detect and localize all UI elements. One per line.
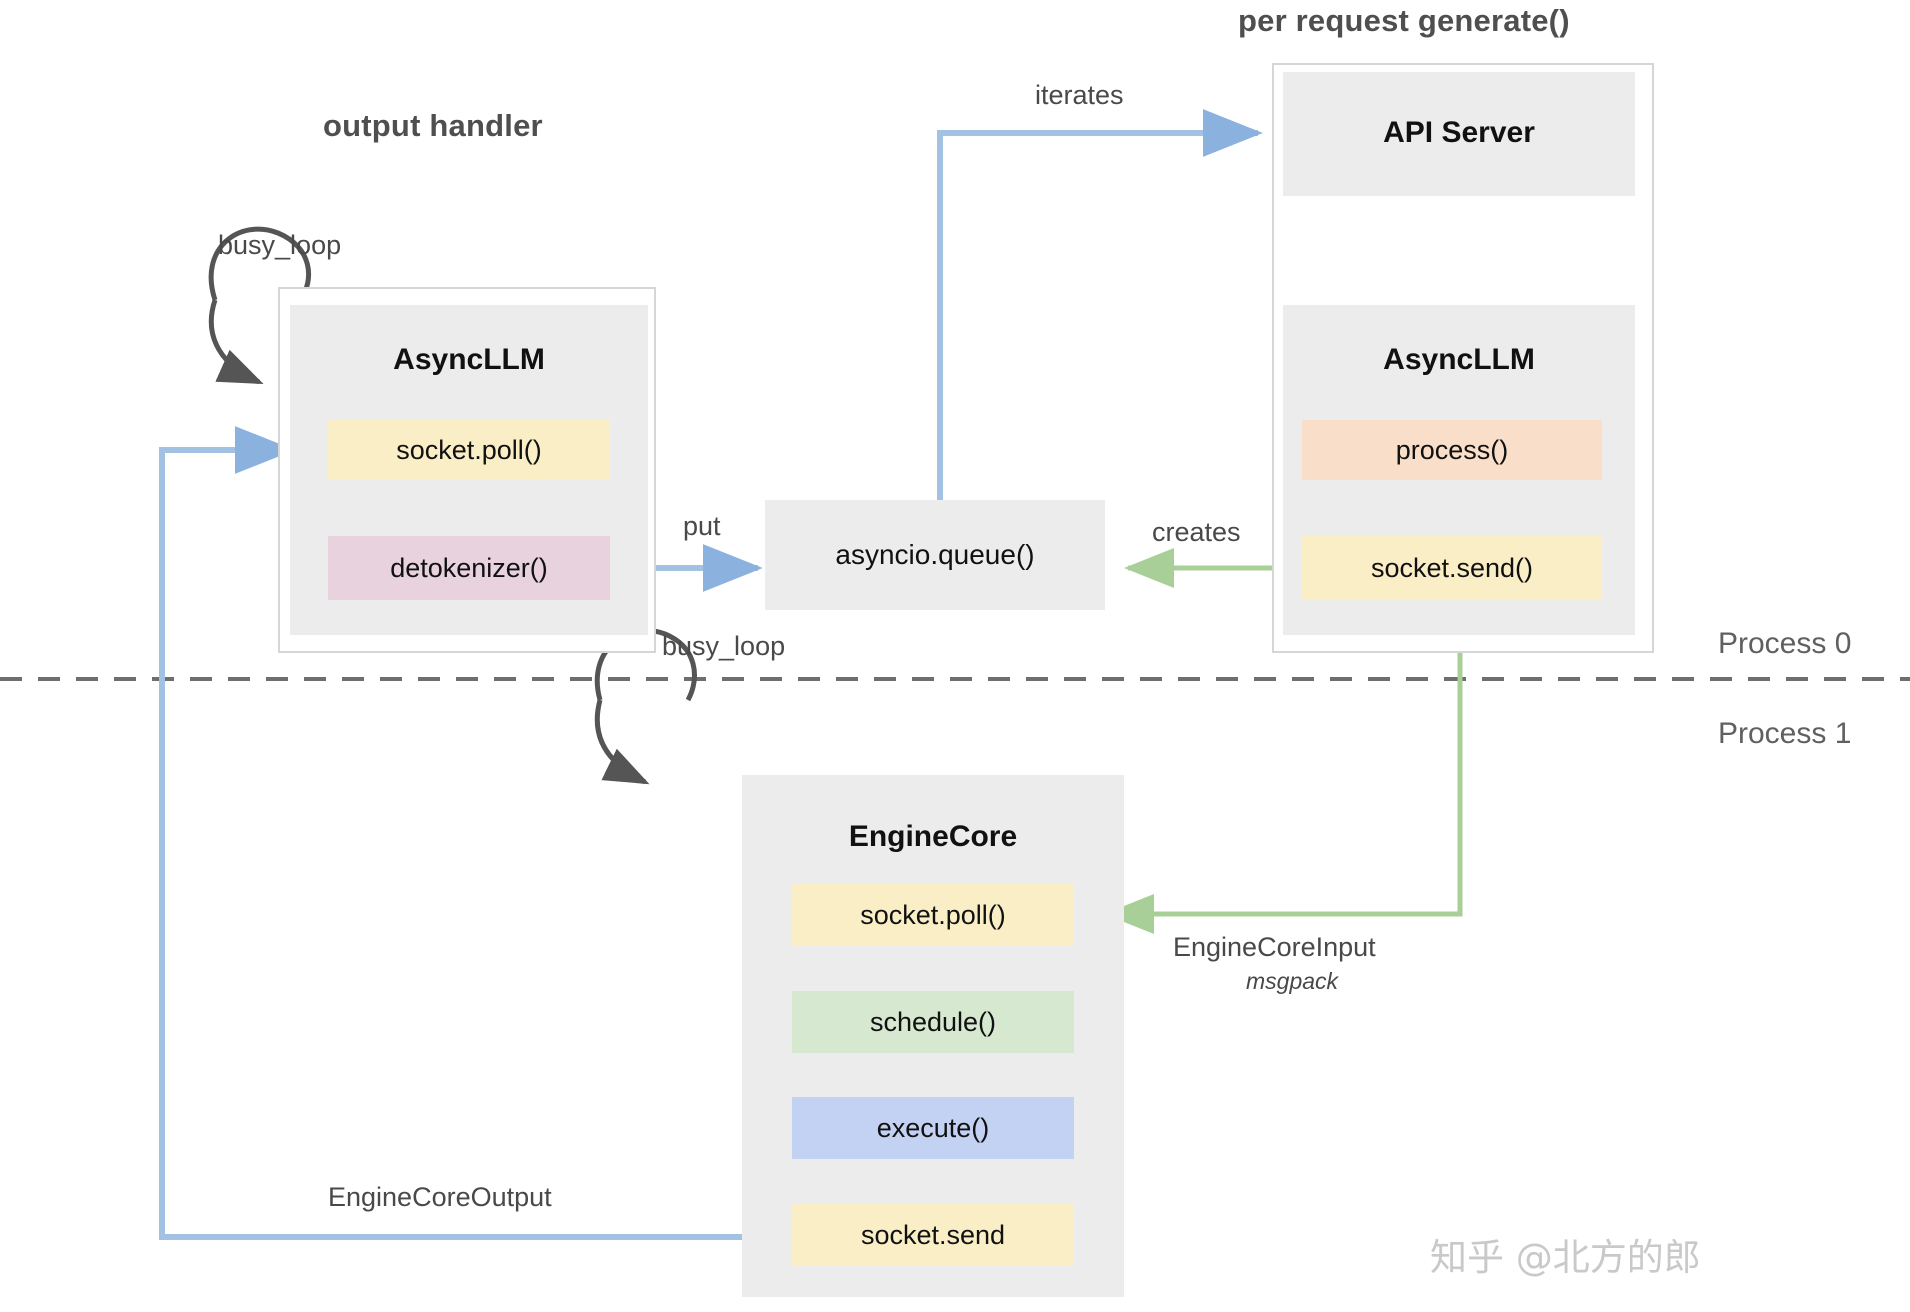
engine-core-item-schedule[interactable]: schedule(): [792, 991, 1074, 1053]
asyncio-queue-box[interactable]: asyncio.queue(): [765, 500, 1105, 610]
right-asyncllm-title: AsyncLLM: [1383, 343, 1535, 376]
right-asyncllm-item-process[interactable]: process(): [1302, 420, 1602, 480]
output-handler-title: output handler: [323, 108, 543, 143]
api-server-box[interactable]: API Server: [1283, 72, 1635, 196]
iterates-label: iterates: [1035, 80, 1124, 110]
right-asyncllm-item-socket-send[interactable]: socket.send(): [1302, 536, 1602, 600]
watermark: 知乎 @北方的郎: [1430, 1236, 1701, 1279]
engine-core-title: EngineCore: [848, 820, 1018, 853]
api-server-title: API Server: [1383, 116, 1535, 149]
process-0-label: Process 0: [1718, 627, 1852, 660]
engine-core-item-socket-poll[interactable]: socket.poll(): [792, 884, 1074, 946]
engine-core-item-execute[interactable]: execute(): [792, 1097, 1074, 1159]
busy-loop-label-output-handler: busy_loop: [218, 230, 342, 260]
engine-core-input-label: EngineCoreInput: [1173, 932, 1376, 962]
engine-core-output-label: EngineCoreOutput: [328, 1182, 552, 1212]
process-1-label: Process 1: [1718, 717, 1852, 750]
iterates-arrow: [937, 109, 1263, 500]
output-handler-asyncllm-title: AsyncLLM: [393, 343, 545, 376]
busy-loop-label-engine-core: busy_loop: [662, 631, 786, 661]
per-request-generate-title: per request generate(): [1238, 3, 1570, 38]
busy-loop-arrow-output-handler-tail: [208, 299, 264, 385]
put-label: put: [683, 511, 721, 541]
creates-label: creates: [1152, 517, 1241, 547]
output-handler-item-socket-poll[interactable]: socket.poll(): [328, 420, 610, 480]
engine-core-input-sublabel: msgpack: [1246, 968, 1339, 994]
busy-loop-arrow-engine-core-tail: [594, 699, 650, 785]
output-handler-item-detokenizer[interactable]: detokenizer(): [328, 536, 610, 600]
engine-core-item-socket-send[interactable]: socket.send: [792, 1204, 1074, 1266]
